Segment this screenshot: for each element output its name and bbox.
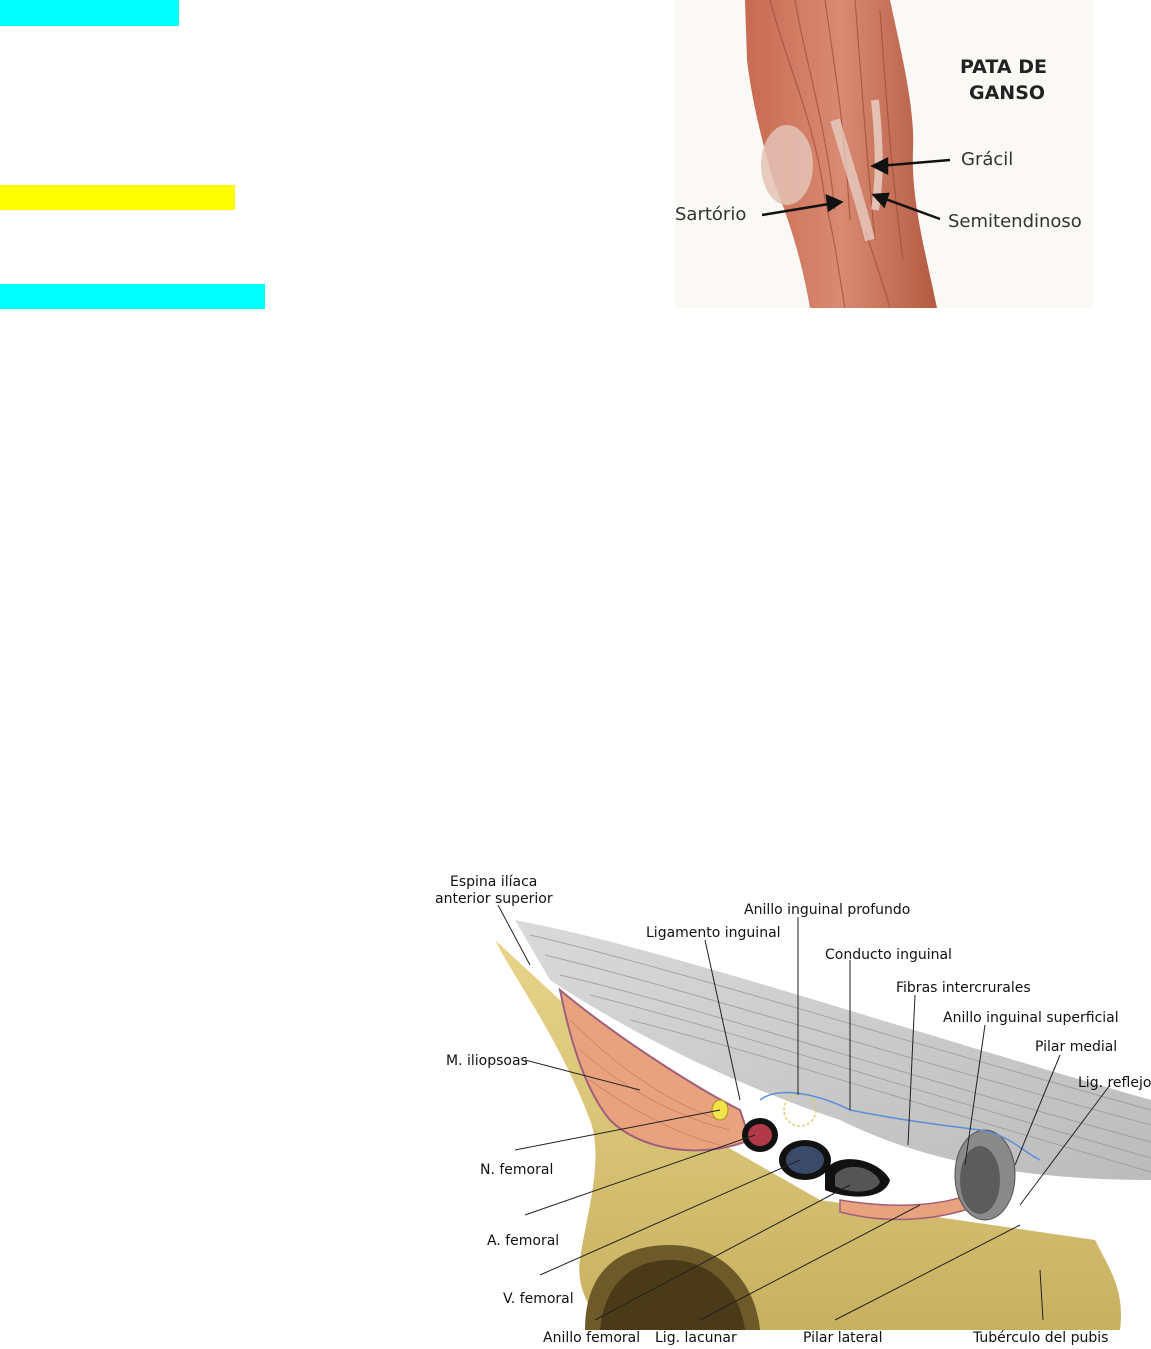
inguinal-leader-lines (497, 904, 1111, 1321)
highlight-bar-cyan-bottom (0, 284, 265, 309)
label-v-femoral: V. femoral (503, 1291, 574, 1307)
label-conducto-inguinal: Conducto inguinal (825, 947, 952, 963)
label-m-iliopsoas: M. iliopsoas (446, 1053, 528, 1069)
highlight-bar-cyan-top (0, 0, 179, 26)
pes-anserinus-figure: PATA DE GANSO Grácil Sartório Semitendin… (675, 0, 1093, 308)
label-anillo-femoral: Anillo femoral (543, 1330, 640, 1346)
knee-title-line1: PATA DE (960, 56, 1047, 78)
label-n-femoral: N. femoral (480, 1162, 553, 1178)
label-fibras-intercrurales: Fibras intercrurales (896, 980, 1031, 996)
label-a-femoral: A. femoral (487, 1233, 559, 1249)
label-espina-line2: anterior superior (435, 891, 553, 907)
knee-title-line2: GANSO (969, 82, 1045, 104)
label-sartorio: Sartório (675, 204, 746, 225)
label-semitendinoso: Semitendinoso (948, 211, 1082, 232)
label-tuberculo-pubis: Tubérculo del pubis (972, 1330, 1108, 1346)
label-pilar-lateral: Pilar lateral (803, 1330, 883, 1346)
label-lig-lacunar: Lig. lacunar (655, 1330, 737, 1346)
highlight-bar-yellow (0, 185, 235, 210)
label-lig-reflejo: Lig. reflejo (1078, 1075, 1151, 1091)
label-espina-line1: Espina ilíaca (450, 874, 537, 890)
label-anillo-profundo: Anillo inguinal profundo (744, 902, 910, 918)
label-anillo-superficial: Anillo inguinal superficial (943, 1010, 1119, 1026)
label-gracil: Grácil (961, 149, 1013, 170)
knee-arrows (761, 156, 951, 221)
label-pilar-medial: Pilar medial (1035, 1039, 1117, 1055)
label-ligamento-inguinal: Ligamento inguinal (646, 925, 781, 941)
inguinal-region-figure: Espina ilíaca anterior superior Anillo i… (435, 874, 1151, 1346)
